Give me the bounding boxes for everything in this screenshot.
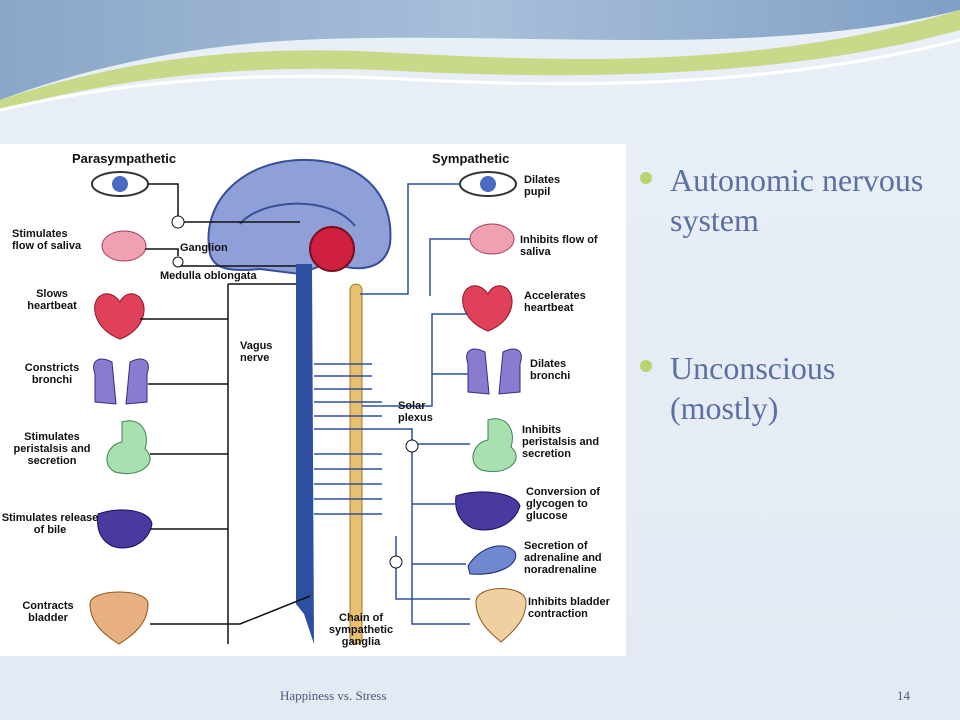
sympathetic-ganglion-node bbox=[389, 555, 403, 569]
right-label-bladder: Inhibits bladder contraction bbox=[528, 596, 610, 620]
right-label-glycogen: Conversion of glycogen to glucose bbox=[526, 486, 600, 522]
page-number: 14 bbox=[897, 688, 910, 703]
right-iris bbox=[480, 176, 496, 192]
left-lungs bbox=[93, 358, 117, 405]
bullet-text: Autonomic nervous system bbox=[670, 162, 924, 238]
right-label-bronchi: Dilates bronchi bbox=[530, 358, 571, 382]
left-label-bladder: Contracts bladder bbox=[22, 600, 74, 624]
parasympathetic-nerve-lines bbox=[140, 183, 311, 644]
ganglion-label: Ganglion bbox=[180, 242, 228, 254]
right-bladder bbox=[475, 588, 527, 643]
left-iris bbox=[112, 176, 128, 192]
brain-fold bbox=[239, 202, 356, 227]
brain-illustration bbox=[207, 158, 392, 276]
right-lungs-b bbox=[498, 348, 522, 395]
right-heart bbox=[462, 285, 513, 332]
sympathetic-nerve-lines bbox=[314, 183, 470, 625]
sympathetic-chain-label: Chain of sympathetic ganglia bbox=[328, 612, 394, 648]
right-salivary-gland bbox=[469, 223, 515, 255]
bullet-dot-icon bbox=[640, 172, 652, 184]
left-stomach bbox=[106, 420, 151, 474]
right-liver bbox=[455, 491, 521, 531]
vagus-nerve-label: Vagus nerve bbox=[240, 340, 273, 364]
left-label-heartbeat: Slows heartbeat bbox=[27, 288, 77, 312]
sympathetic-heading: Sympathetic bbox=[432, 151, 510, 166]
left-label-bile: Stimulates release of bile bbox=[1, 512, 99, 536]
ganglion-node-2 bbox=[172, 256, 184, 268]
bullet-text: Unconscious (mostly) bbox=[670, 350, 836, 426]
right-label-adrenaline: Secretion of adrenaline and noradrenalin… bbox=[524, 540, 602, 576]
right-lungs bbox=[466, 348, 490, 395]
left-label-peristalsis: Stimulates peristalsis and secretion bbox=[13, 431, 91, 467]
right-label-saliva: Inhibits flow of saliva bbox=[520, 234, 598, 258]
left-lungs-b bbox=[125, 358, 149, 405]
medulla-label: Medulla oblongata bbox=[160, 270, 257, 282]
right-label-pupil: Dilates pupil bbox=[524, 174, 561, 198]
cerebellum-illustration bbox=[309, 226, 355, 272]
sympathetic-chain bbox=[349, 283, 363, 645]
autonomic-nervous-system-diagram: Parasympathetic Sympathetic Stimulates f… bbox=[0, 144, 626, 656]
bullet-list: Autonomic nervous system Unconscious (mo… bbox=[640, 160, 940, 428]
header-wave-decoration bbox=[0, 0, 960, 112]
spinal-cord bbox=[296, 264, 314, 644]
solar-plexus-node bbox=[405, 439, 419, 453]
right-stomach bbox=[472, 418, 517, 472]
right-label-peristalsis: Inhibits peristalsis and secretion bbox=[522, 424, 600, 460]
adrenal-gland bbox=[467, 545, 517, 575]
bullet-item: Autonomic nervous system bbox=[640, 160, 940, 240]
solar-plexus-label: Solar plexus bbox=[398, 400, 433, 424]
bullet-dot-icon bbox=[640, 360, 652, 372]
parasympathetic-heading: Parasympathetic bbox=[72, 151, 177, 166]
ganglion-node bbox=[171, 215, 185, 229]
bullet-item: Unconscious (mostly) bbox=[640, 348, 940, 428]
right-label-heartbeat: Accelerates heartbeat bbox=[524, 290, 586, 314]
left-label-bronchi: Constricts bronchi bbox=[24, 362, 80, 386]
left-bladder bbox=[89, 591, 149, 645]
footer-title: Happiness vs. Stress bbox=[280, 688, 387, 703]
left-liver bbox=[97, 509, 153, 549]
left-label-saliva: Stimulates flow of saliva bbox=[12, 228, 82, 252]
diagram-art bbox=[89, 158, 527, 645]
left-salivary-gland bbox=[101, 230, 147, 262]
left-heart bbox=[94, 293, 145, 340]
